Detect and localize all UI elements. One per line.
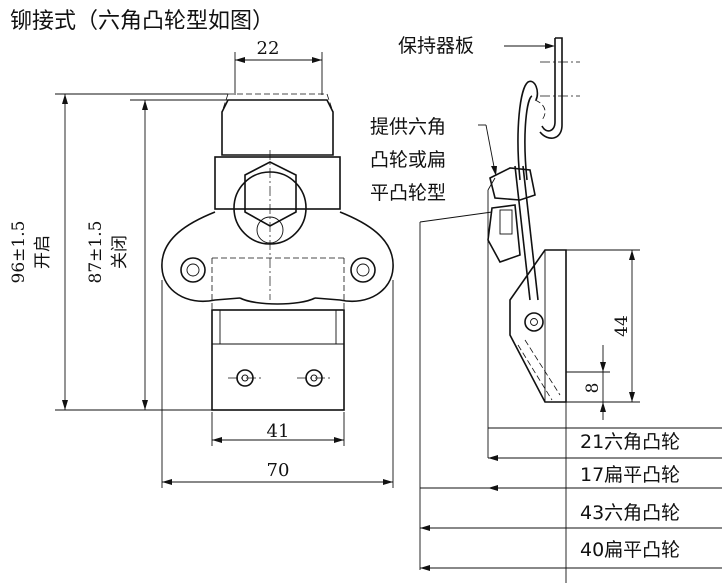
- table-row-1: 21六角凸轮: [580, 431, 680, 453]
- front-view: 22 41 70 96±1.5 开启 87±1.5: [9, 38, 394, 488]
- table-row-2: 17扁平凸轮: [580, 464, 680, 486]
- side-view: 44 8 保持器板 提供六角 凸轮或扁 平凸轮型: [370, 35, 640, 570]
- dim-open-label: 开启: [33, 235, 53, 269]
- dim-closed-label: 关闭: [110, 235, 130, 269]
- table-row-3: 43六角凸轮: [580, 502, 680, 524]
- dim-hole-spacing: 41: [267, 421, 290, 442]
- dim-side-height: 44: [612, 315, 632, 337]
- dim-top-width: 22: [257, 38, 280, 59]
- dim-side-offset: 8: [583, 383, 603, 394]
- callout-cam-note-3: 平凸轮型: [370, 182, 446, 204]
- dim-base-width: 70: [267, 460, 290, 481]
- dim-open-length: 96±1.5: [9, 221, 29, 284]
- callout-cam-note-2: 凸轮或扁: [370, 149, 446, 171]
- table-row-4: 40扁平凸轮: [580, 539, 680, 561]
- drawing-title: 铆接式（六角凸轮型如图）: [10, 9, 274, 34]
- callout-cam-note-1: 提供六角: [370, 116, 446, 138]
- dim-closed-length: 87±1.5: [86, 221, 106, 284]
- cam-size-table: 21六角凸轮 17扁平凸轮 43六角凸轮 40扁平凸轮: [420, 402, 722, 583]
- callout-holder-plate: 保持器板: [398, 35, 474, 57]
